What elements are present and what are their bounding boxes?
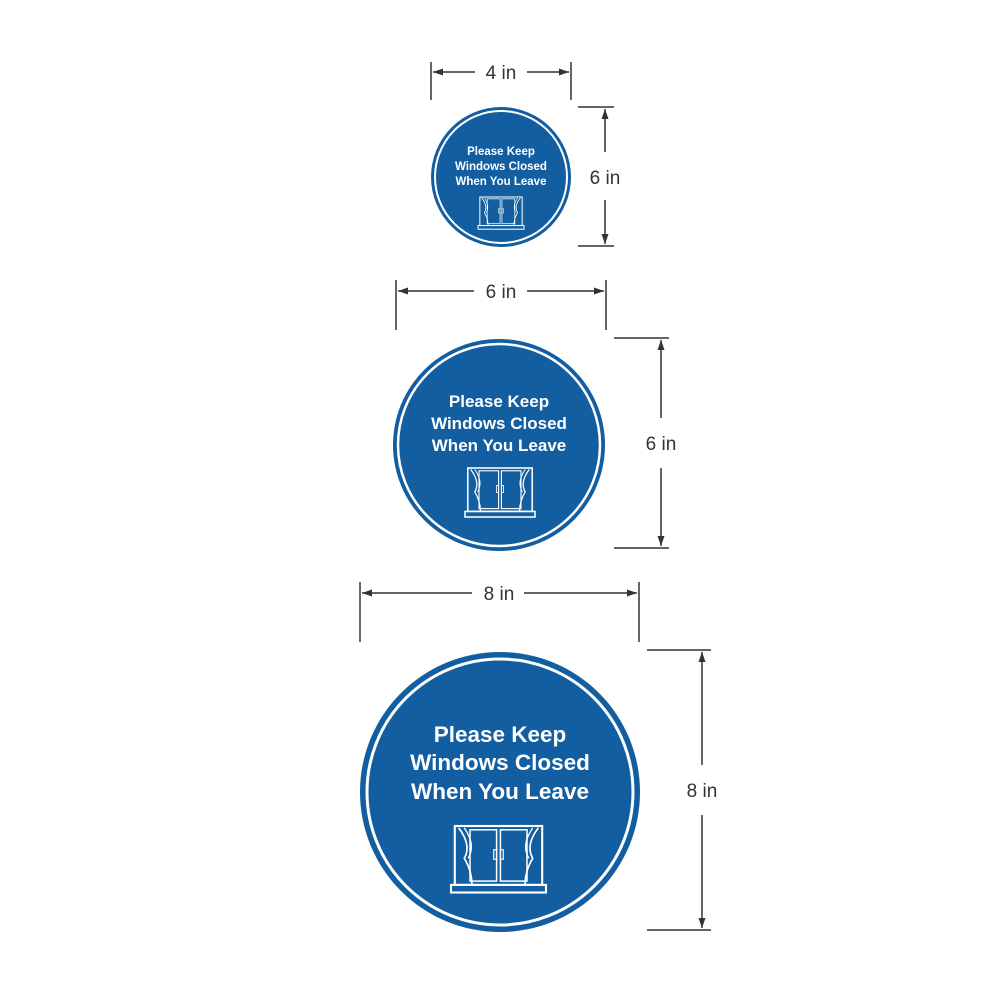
height-label-small: 6 in <box>590 168 621 189</box>
sign-medium-line-2: Windows Closed <box>431 414 567 433</box>
sign-large-line-2: Windows Closed <box>410 750 590 775</box>
sign-small-group: 4 in 6 in Please Keep Windows Closed Whe… <box>430 62 621 247</box>
height-dimension-large: 8 in <box>647 649 718 931</box>
sign-medium-group: 6 in 6 in Please Keep Windows Closed Whe… <box>393 280 676 551</box>
sign-small-line-1: Please Keep <box>467 146 535 158</box>
width-dimension-small: 4 in <box>430 62 572 100</box>
sign-medium-line-1: Please Keep <box>449 392 549 411</box>
width-label-small: 4 in <box>486 63 517 84</box>
sign-medium-line-3: When You Leave <box>432 436 566 455</box>
width-dimension-medium: 6 in <box>395 280 607 330</box>
sign-large-line-3: When You Leave <box>411 779 589 804</box>
height-label-large: 8 in <box>687 781 718 802</box>
sign-large-line-1: Please Keep <box>434 722 567 747</box>
sign-large: Please Keep Windows Closed When You Leav… <box>360 652 640 932</box>
sign-large-group: 8 in 8 in Please Keep Windows Closed Whe… <box>359 582 718 932</box>
sign-small-line-3: When You Leave <box>456 176 547 188</box>
height-label-medium: 6 in <box>646 434 677 455</box>
width-label-medium: 6 in <box>486 282 517 303</box>
sign-small: Please Keep Windows Closed When You Leav… <box>431 107 571 247</box>
sign-medium: Please Keep Windows Closed When You Leav… <box>393 339 605 551</box>
height-dimension-medium: 6 in <box>614 337 677 549</box>
width-label-large: 8 in <box>484 584 515 605</box>
height-dimension-small: 6 in <box>578 106 621 247</box>
width-dimension-large: 8 in <box>359 582 640 642</box>
sign-small-line-2: Windows Closed <box>455 161 547 173</box>
